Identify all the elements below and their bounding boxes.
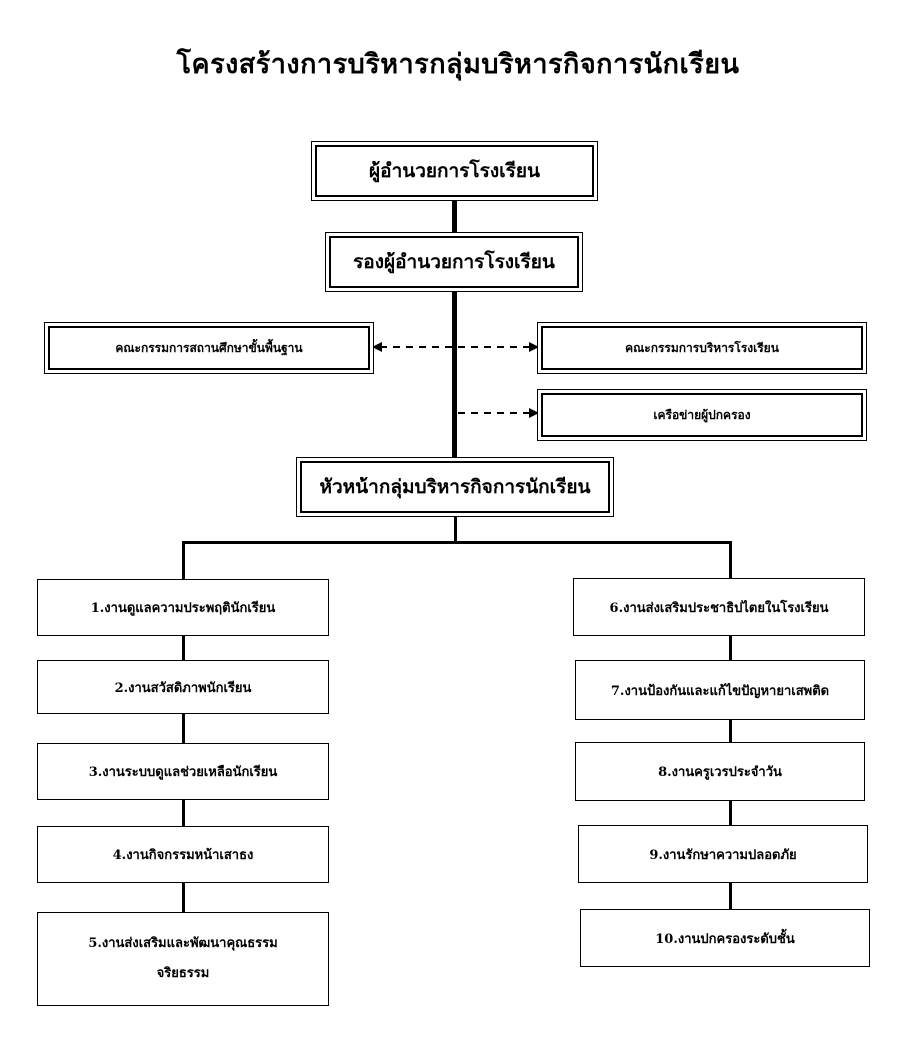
basic-education-committee-label: คณะกรรมการสถานศึกษาขั้นพื้นฐาน <box>115 340 303 355</box>
director-label: ผู้อำนวยการโรงเรียน <box>369 160 540 182</box>
school-admin-committee-box: คณะกรรมการบริหารโรงเรียน <box>537 322 867 374</box>
connector-left-2-3 <box>182 713 185 744</box>
parent-network-box: เครือข่ายผู้ปกครอง <box>537 389 867 441</box>
connector-branch-horizontal <box>182 541 731 544</box>
task-box-1: 1.งานดูแลความประพฤตินักเรียน <box>37 579 329 636</box>
head-of-student-affairs-label: หัวหน้ากลุ่มบริหารกิจการนักเรียน <box>319 476 591 498</box>
school-admin-committee-label: คณะกรรมการบริหารโรงเรียน <box>625 340 779 355</box>
task-box-5: 5.งานส่งเสริมและพัฒนาคุณธรรม จริยธรรม <box>37 912 329 1006</box>
head-of-student-affairs-box: หัวหน้ากลุ่มบริหารกิจการนักเรียน <box>296 457 614 517</box>
connector-right-8-9 <box>729 800 732 826</box>
task-box-9: 9.งานรักษาความปลอดภัย <box>578 825 868 883</box>
deputy-director-label: รองผู้อำนวยการโรงเรียน <box>353 251 555 273</box>
connector-right-6-7 <box>729 635 732 661</box>
task-label: 6.งานส่งเสริมประชาธิปไตยในโรงเรียน <box>609 600 829 616</box>
task-box-10: 10.งานปกครองระดับชั้น <box>580 909 870 967</box>
task-box-8: 8.งานครูเวรประจำวัน <box>575 742 865 801</box>
deputy-director-box: รองผู้อำนวยการโรงเรียน <box>325 232 583 292</box>
task-label: 9.งานรักษาความปลอดภัย <box>649 847 797 863</box>
task-box-6: 6.งานส่งเสริมประชาธิปไตยในโรงเรียน <box>573 578 865 636</box>
task-label: 7.งานป้องกันและแก้ไขปัญหายาเสพติด <box>610 683 830 699</box>
connector-director-deputy <box>452 200 457 234</box>
connector-right-7-8 <box>729 719 732 743</box>
task-label: 5.งานส่งเสริมและพัฒนาคุณธรรม <box>88 936 278 951</box>
connector-deputy-head <box>452 290 457 458</box>
director-box: ผู้อำนวยการโรงเรียน <box>311 141 598 201</box>
connector-left-1-2 <box>182 635 185 661</box>
connector-head-down <box>454 517 457 543</box>
task-label: 8.งานครูเวรประจำวัน <box>658 765 782 780</box>
task-box-4: 4.งานกิจกรรมหน้าเสาธง <box>37 826 329 883</box>
task-label: 2.งานสวัสดิภาพนักเรียน <box>114 680 252 696</box>
task-label: 1.งานดูแลความประพฤตินักเรียน <box>90 601 276 616</box>
task-label: 10.งานปกครองระดับชั้น <box>655 931 795 947</box>
parent-network-label: เครือข่ายผู้ปกครอง <box>653 407 751 422</box>
task-label-continued: จริยธรรม <box>156 966 210 981</box>
connector-left-branch <box>182 541 185 580</box>
task-label: 4.งานกิจกรรมหน้าเสาธง <box>112 848 254 863</box>
connector-right-9-10 <box>729 882 732 910</box>
task-label: 3.งานระบบดูแลช่วยเหลือนักเรียน <box>88 765 278 780</box>
basic-education-committee-box: คณะกรรมการสถานศึกษาขั้นพื้นฐาน <box>44 322 374 374</box>
task-box-3: 3.งานระบบดูแลช่วยเหลือนักเรียน <box>37 743 329 800</box>
connector-left-3-4 <box>182 799 185 827</box>
task-box-2: 2.งานสวัสดิภาพนักเรียน <box>37 660 329 714</box>
connector-left-4-5 <box>182 882 185 913</box>
task-box-7: 7.งานป้องกันและแก้ไขปัญหายาเสพติด <box>575 660 865 720</box>
page-title: โครงสร้างการบริหารกลุ่มบริหารกิจการนักเร… <box>176 49 740 80</box>
connector-right-branch <box>729 541 732 579</box>
